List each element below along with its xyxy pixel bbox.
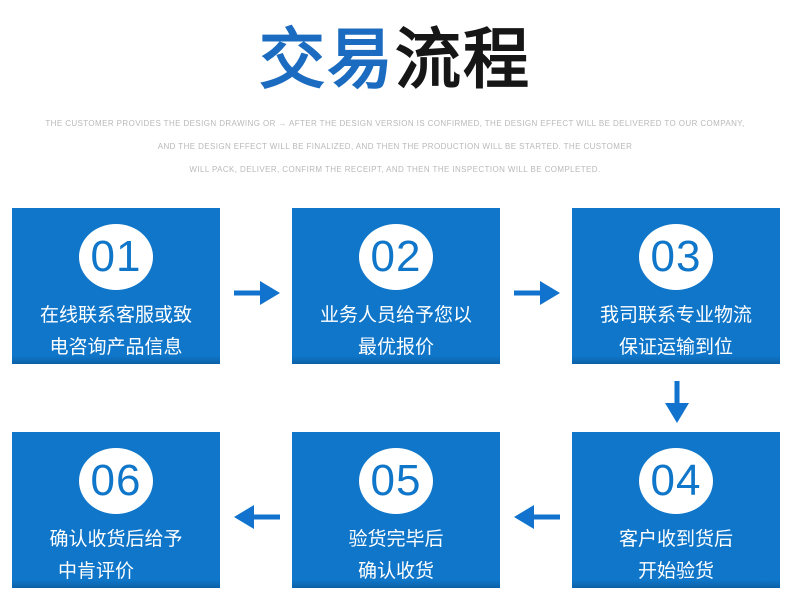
step-text-line-2: 确认收货 — [357, 561, 434, 582]
step-number: 03 — [650, 232, 702, 281]
page-title-rest: 流程 — [395, 22, 531, 96]
step-card-03: 03 我司联系专业物流 保证运输到位 — [572, 208, 780, 364]
subtitle: THE CUSTOMER PROVIDES THE DESIGN DRAWING… — [0, 112, 790, 181]
page-title: 交易流程 — [0, 16, 790, 102]
step-text-line-1: 客户收到货后 — [618, 529, 733, 550]
step-number-circle: 01 — [79, 224, 153, 290]
step-text-line-1: 业务人员给予您以 — [319, 305, 472, 326]
step-text-line-1: 验货完毕后 — [348, 529, 444, 550]
step-number: 05 — [370, 456, 422, 505]
step-number-circle: 04 — [639, 448, 713, 514]
step-number-circle: 03 — [639, 224, 713, 290]
step-card-01: 01 在线联系客服或致 电咨询产品信息 — [12, 208, 220, 364]
arrow-left-icon — [513, 500, 561, 534]
step-text-line-1: 确认收货后给予 — [49, 529, 183, 550]
arrow-down-icon — [659, 380, 695, 424]
step-number: 01 — [90, 232, 142, 281]
step-card-05: 05 验货完毕后 确认收货 — [292, 432, 500, 588]
step-text-line-2: 中肯评价 — [57, 561, 134, 582]
step-card-04: 04 客户收到货后 开始验货 — [572, 432, 780, 588]
step-number: 04 — [650, 456, 702, 505]
subtitle-line-3: WILL PACK, DELIVER, CONFIRM THE RECEIPT,… — [189, 165, 601, 174]
arrow-left-icon — [233, 500, 281, 534]
step-card-02: 02 业务人员给予您以 最优报价 — [292, 208, 500, 364]
step-number-circle: 06 — [79, 448, 153, 514]
step-text-line-1: 我司联系专业物流 — [599, 305, 752, 326]
step-number: 06 — [90, 456, 142, 505]
arrow-right-icon — [233, 276, 281, 310]
step-number-circle: 02 — [359, 224, 433, 290]
step-text-line-2: 最优报价 — [357, 337, 434, 358]
step-card-06: 06 确认收货后给予 中肯评价 — [12, 432, 220, 588]
step-number: 02 — [370, 232, 422, 281]
subtitle-line-1: THE CUSTOMER PROVIDES THE DESIGN DRAWING… — [45, 119, 745, 128]
subtitle-line-2: AND THE DESIGN EFFECT WILL BE FINALIZED,… — [157, 142, 633, 151]
step-text-line-2: 开始验货 — [637, 561, 714, 582]
step-number-circle: 05 — [359, 448, 433, 514]
step-text-line-2: 保证运输到位 — [618, 337, 733, 358]
step-text-line-2: 电咨询产品信息 — [49, 337, 183, 358]
step-text-line-1: 在线联系客服或致 — [39, 305, 192, 326]
page-title-highlight: 交易 — [259, 22, 395, 96]
arrow-right-icon — [513, 276, 561, 310]
